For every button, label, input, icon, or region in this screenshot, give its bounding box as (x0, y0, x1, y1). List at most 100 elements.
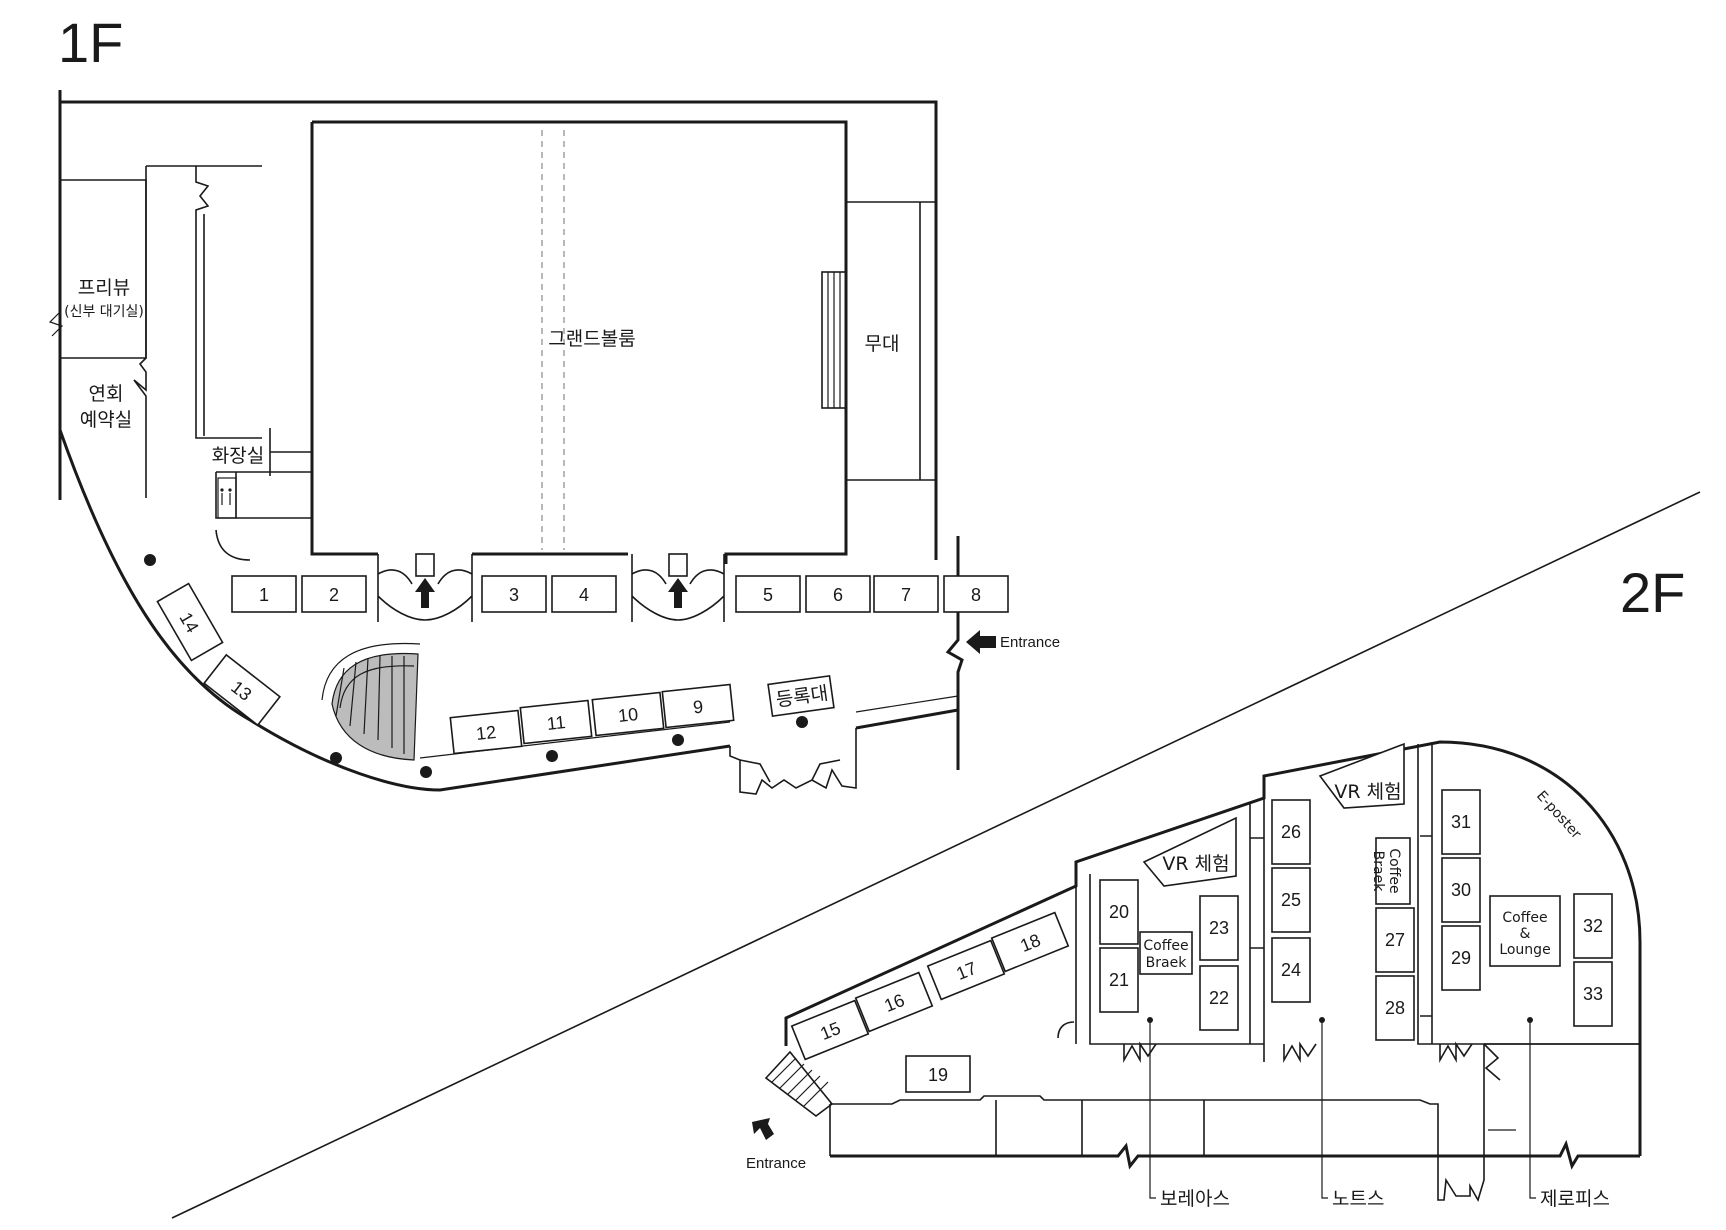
ballroom-door-1[interactable] (377, 553, 473, 622)
entrance-2f[interactable]: Entrance (746, 1118, 806, 1172)
booth-32[interactable]: 32 (1573, 893, 1613, 959)
stairs-2f (764, 1050, 834, 1118)
hall-door-swing (1057, 1021, 1075, 1039)
booth-number: 2 (329, 585, 339, 605)
coffee-lounge-line2: & (1520, 926, 1531, 942)
booth-2[interactable]: 2 (301, 575, 367, 613)
booth-24[interactable]: 24 (1271, 937, 1311, 1003)
booth-number: 6 (833, 585, 843, 605)
booth-16[interactable]: 16 (854, 971, 934, 1033)
leader-zephyrus (1529, 1020, 1536, 1199)
booth-number: 4 (579, 585, 589, 605)
coffee-lounge[interactable]: Coffee & Lounge (1489, 895, 1561, 967)
vr-zone-label: VR 체험 (1334, 781, 1401, 803)
booth-17[interactable]: 17 (926, 939, 1006, 1001)
booth-number: 3 (509, 585, 519, 605)
arrow-icon (752, 1118, 774, 1140)
floor-label-2f: 2F (1620, 561, 1685, 624)
restroom-icon (217, 477, 237, 519)
arrow-icon (415, 578, 435, 608)
arrow-icon (966, 630, 996, 654)
entrance-label-1f: Entrance (1000, 634, 1060, 651)
corridor-2f-partitions (829, 1043, 1640, 1156)
wall-north-east (60, 100, 938, 560)
booth-number: 10 (617, 704, 639, 726)
booth-9[interactable]: 9 (661, 683, 735, 729)
coffee-break-1[interactable]: Coffee Braek (1139, 931, 1193, 975)
booth-27[interactable]: 27 (1375, 907, 1415, 973)
booth-number: 30 (1451, 880, 1471, 900)
booth-number: 24 (1281, 960, 1301, 980)
booth-14[interactable]: 14 (156, 582, 224, 662)
booth-30[interactable]: 30 (1441, 857, 1481, 923)
coffee-lounge-line3: Lounge (1499, 942, 1550, 958)
column-dot (144, 554, 156, 566)
stairs-1f (321, 642, 421, 761)
booth-8[interactable]: 8 (943, 575, 1009, 613)
banquet-room-label-1: 연회 (89, 383, 124, 405)
vr-zone-label: VR 체험 (1162, 853, 1229, 875)
booth-number: 9 (692, 697, 704, 718)
booth-10[interactable]: 10 (591, 691, 665, 737)
column-dot (330, 752, 342, 764)
entrance-1f[interactable]: Entrance (966, 630, 1060, 654)
booth-number: 7 (901, 585, 911, 605)
floor-1f: 프리뷰 (신부 대기실) 연회 예약실 화장실 그랜드볼룸 무대 (48, 90, 1060, 795)
preview-room-label: 프리뷰 (78, 277, 130, 299)
booth-26[interactable]: 26 (1271, 799, 1311, 865)
leader-boreas (1149, 1020, 1156, 1199)
hall-walls (1075, 742, 1640, 1062)
corridor-2f (830, 1044, 1485, 1203)
booth-4[interactable]: 4 (551, 575, 617, 613)
booth-22[interactable]: 22 (1199, 965, 1239, 1031)
booth-number: 29 (1451, 948, 1471, 968)
coffee-break-2[interactable]: Coffee Braek (1370, 837, 1411, 905)
booth-11[interactable]: 11 (519, 699, 593, 745)
booth-3[interactable]: 3 (481, 575, 547, 613)
booth-25[interactable]: 25 (1271, 867, 1311, 933)
booth-33[interactable]: 33 (1573, 961, 1613, 1027)
column-dot (796, 716, 808, 728)
booth-15[interactable]: 15 (790, 999, 870, 1061)
vr-zone-2[interactable]: VR 체험 (1318, 742, 1405, 809)
booth-31[interactable]: 31 (1441, 789, 1481, 855)
vr-zone-1[interactable]: VR 체험 (1142, 816, 1237, 887)
booth-18[interactable]: 18 (990, 911, 1070, 973)
booth-number: 1 (259, 585, 269, 605)
banquet-room-label-2: 예약실 (80, 409, 132, 431)
arrow-icon (668, 578, 688, 608)
booth-7[interactable]: 7 (873, 575, 939, 613)
restroom-partition (269, 428, 312, 476)
booth-21[interactable]: 21 (1099, 947, 1139, 1013)
lobby-doors (729, 728, 857, 795)
booth-28[interactable]: 28 (1375, 975, 1415, 1041)
booth-number: 31 (1451, 812, 1471, 832)
wall-break (48, 311, 64, 337)
booth-20[interactable]: 20 (1099, 879, 1139, 945)
door-zephyrus (1439, 1041, 1501, 1081)
booth-6[interactable]: 6 (805, 575, 871, 613)
booth-1[interactable]: 1 (231, 575, 297, 613)
ballroom-walls (310, 120, 848, 564)
wall-east-entrance (945, 536, 964, 770)
coffee-lounge-line1: Coffee (1502, 910, 1547, 926)
floor-label-1f: 1F (58, 11, 123, 74)
booth-29[interactable]: 29 (1441, 925, 1481, 991)
stage-label: 무대 (865, 333, 900, 355)
booth-23[interactable]: 23 (1199, 895, 1239, 961)
preview-room-sublabel: (신부 대기실) (64, 304, 144, 320)
coffee-break-line2: Braek (1146, 955, 1188, 971)
wall-south-curve (58, 429, 731, 792)
hall-label-boreas: 보레아스 (1160, 1188, 1230, 1210)
booth-number: 33 (1583, 984, 1603, 1004)
floor-divider (171, 491, 1701, 1219)
booth-13[interactable]: 13 (203, 653, 281, 727)
booth-19[interactable]: 19 (905, 1055, 971, 1093)
grand-ballroom-label: 그랜드볼룸 (548, 328, 635, 350)
ballroom-door-2[interactable] (631, 553, 725, 622)
booth-5[interactable]: 5 (735, 575, 801, 613)
ballroom-partition (541, 130, 565, 550)
wall-2f-outline (784, 740, 1642, 1156)
booth-12[interactable]: 12 (449, 709, 523, 755)
